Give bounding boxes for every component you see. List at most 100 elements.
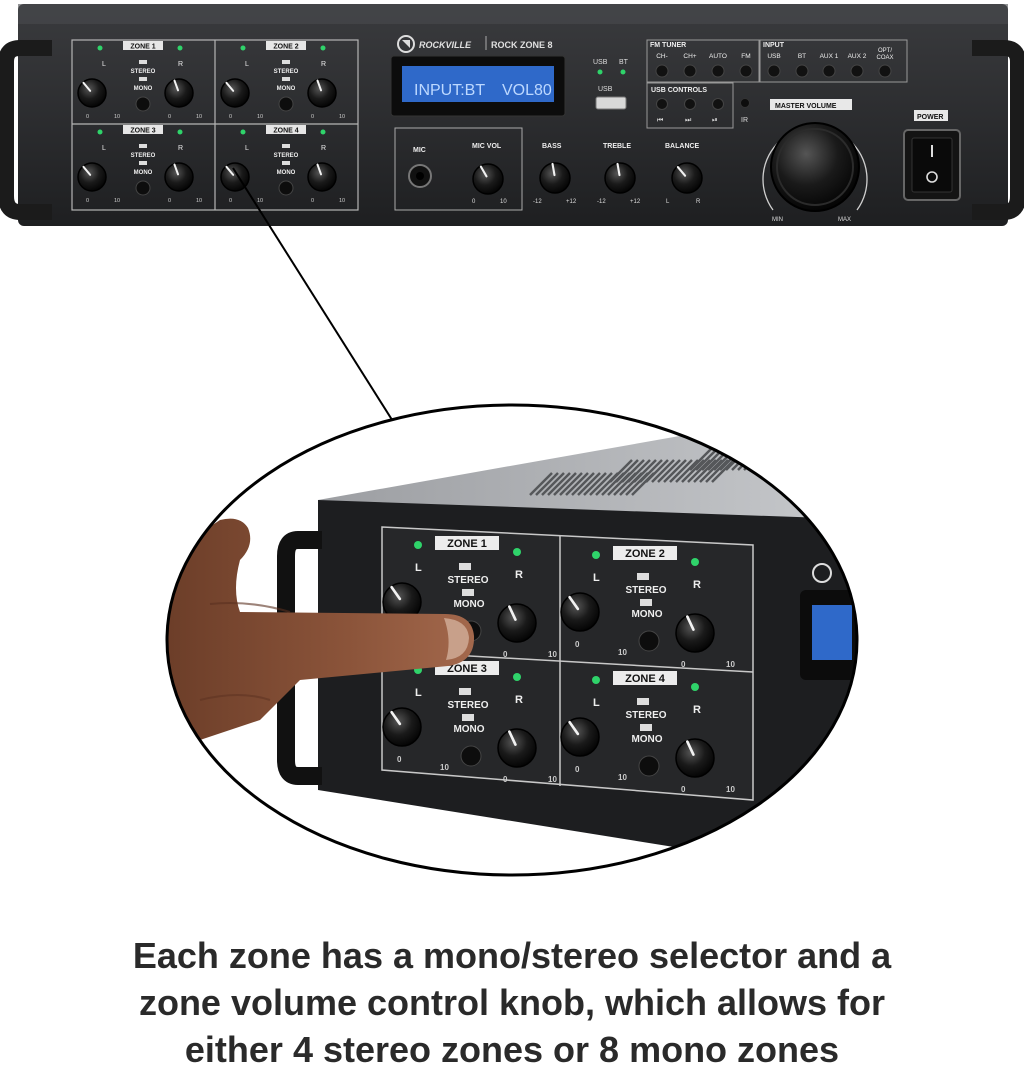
vent-slot [705, 459, 729, 483]
zone-4-title: ZONE 4 [273, 128, 298, 135]
input-button-0[interactable] [767, 64, 781, 78]
zone-1-mono-label: MONO [134, 86, 153, 92]
zone-2-left-max: 10 [257, 114, 263, 120]
model-name: ROCK ZONE 8 [491, 40, 553, 50]
zone-1-right-volume-knob-zoomed[interactable] [497, 603, 537, 643]
zone-2-right-max-zoomed: 10 [726, 660, 735, 669]
treble-knob[interactable] [604, 162, 636, 194]
input-button-label-5: COAX [876, 55, 893, 61]
treble-min-label: -12 [597, 199, 606, 205]
usb-prev-button[interactable] [656, 98, 668, 110]
zone-4-stereo-icon-zoomed [637, 698, 649, 705]
right-rack-handle [972, 40, 1024, 220]
fm-button-2[interactable] [711, 64, 725, 78]
usb-next-button[interactable] [684, 98, 696, 110]
zone-3-right-volume-knob[interactable] [164, 162, 194, 192]
zone-1-stereo-label-zoomed: STEREO [447, 575, 488, 586]
vent-slot [737, 447, 761, 471]
zone-4-left-volume-knob-zoomed[interactable] [560, 717, 600, 757]
zone-3-right-max-zoomed: 10 [548, 775, 557, 784]
vent-slot [687, 459, 711, 483]
master-volume-label: MASTER VOLUME [775, 103, 837, 110]
zone-1-left-min: 0 [86, 114, 89, 120]
usb-play-pause-button[interactable] [712, 98, 724, 110]
zone-3-right-led [177, 129, 183, 135]
zone-1-left-volume-knob[interactable] [77, 78, 107, 108]
zone-3-right-volume-knob-zoomed[interactable] [497, 728, 537, 768]
zone-4-mono-icon-zoomed [640, 724, 652, 731]
zone-4-mono-label: MONO [277, 170, 296, 176]
input-button-1[interactable] [795, 64, 809, 78]
input-button-3[interactable] [850, 64, 864, 78]
input-button-2[interactable] [822, 64, 836, 78]
zone-4-right-label-zoomed: R [693, 704, 701, 716]
zone-4-right-volume-knob-zoomed[interactable] [675, 738, 715, 778]
vent-slot [785, 447, 809, 471]
zone-2-left-volume-knob-zoomed[interactable] [560, 592, 600, 632]
zone-2-right-min: 0 [311, 114, 314, 120]
power-switch[interactable] [903, 129, 961, 201]
vent-slot [681, 459, 705, 483]
zone-3-mono-stereo-button-zoomed[interactable] [460, 745, 482, 767]
zone-1-stereo-icon-zoomed [459, 563, 471, 570]
fm-button-3[interactable] [739, 64, 753, 78]
master-volume-min: MIN [772, 217, 783, 223]
zone-2-left-volume-knob[interactable] [220, 78, 250, 108]
play-pause-icon: ⏯ [712, 117, 718, 124]
zone-4-stereo-icon [282, 144, 290, 148]
mic-label: MIC [413, 147, 426, 154]
fm-button-0[interactable] [655, 64, 669, 78]
balance-knob[interactable] [671, 162, 703, 194]
zone-1-right-max: 10 [196, 114, 202, 120]
balance-left-label: L [666, 199, 670, 205]
vent-slot [689, 447, 713, 471]
bass-label: BASS [542, 143, 562, 150]
rockville-logo: ROCKVILLE ROCK ZONE 8 [397, 35, 553, 53]
zone-1-left-led [97, 45, 103, 51]
bt-indicator-label: BT [619, 59, 629, 66]
fm-button-label-3: FM [741, 53, 750, 60]
vent-slot [693, 459, 717, 483]
zone-1-right-max-zoomed: 10 [548, 650, 557, 659]
zone-1-left-label-zoomed: L [415, 562, 422, 574]
zone-2-right-volume-knob[interactable] [307, 78, 337, 108]
zone-4-mono-stereo-button[interactable] [278, 180, 294, 196]
zone-4-mono-icon [282, 161, 290, 165]
mic-volume-knob[interactable] [472, 163, 504, 195]
bass-knob[interactable] [539, 162, 571, 194]
zone-3-left-max-zoomed: 10 [440, 763, 449, 772]
lcd-display: INPUT:BT VOL80 [390, 55, 566, 117]
zone-4-mono-stereo-button-zoomed[interactable] [638, 755, 660, 777]
master-volume-knob[interactable] [770, 122, 860, 212]
vent-slot [621, 459, 645, 483]
zone-2-left-min-zoomed: 0 [575, 640, 580, 649]
zone-2-mono-icon [282, 77, 290, 81]
zone-1-stereo-label: STEREO [131, 69, 156, 75]
vent-slot [529, 472, 553, 496]
zone-3-left-volume-knob-zoomed[interactable] [382, 707, 422, 747]
vent-slot [749, 447, 773, 471]
fm-button-1[interactable] [683, 64, 697, 78]
zone-2-left-led-zoomed [592, 551, 600, 559]
zone-2-mono-stereo-button[interactable] [278, 96, 294, 112]
zone-4-right-led [320, 129, 326, 135]
zone-2-mono-stereo-button-zoomed[interactable] [638, 630, 660, 652]
input-button-4[interactable] [878, 64, 892, 78]
zone-2-right-volume-knob-zoomed[interactable] [675, 613, 715, 653]
zone-1-mono-label-zoomed: MONO [453, 599, 484, 610]
vent-slot [675, 459, 699, 483]
zone-4-right-volume-knob[interactable] [307, 162, 337, 192]
vent-slot [609, 459, 633, 483]
vent-slot [559, 472, 583, 496]
zone-3-left-volume-knob[interactable] [77, 162, 107, 192]
prev-track-icon: ⏮ [657, 117, 663, 124]
zone-3-mono-stereo-button[interactable] [135, 180, 151, 196]
zone-1-right-volume-knob[interactable] [164, 78, 194, 108]
zone-2-stereo-label-zoomed: STEREO [625, 585, 666, 596]
zone-3-left-min-zoomed: 0 [397, 755, 402, 764]
zone-1-mono-stereo-button[interactable] [135, 96, 151, 112]
zone-2-left-min: 0 [229, 114, 232, 120]
vent-slot [627, 459, 651, 483]
usb-port[interactable] [595, 96, 627, 110]
